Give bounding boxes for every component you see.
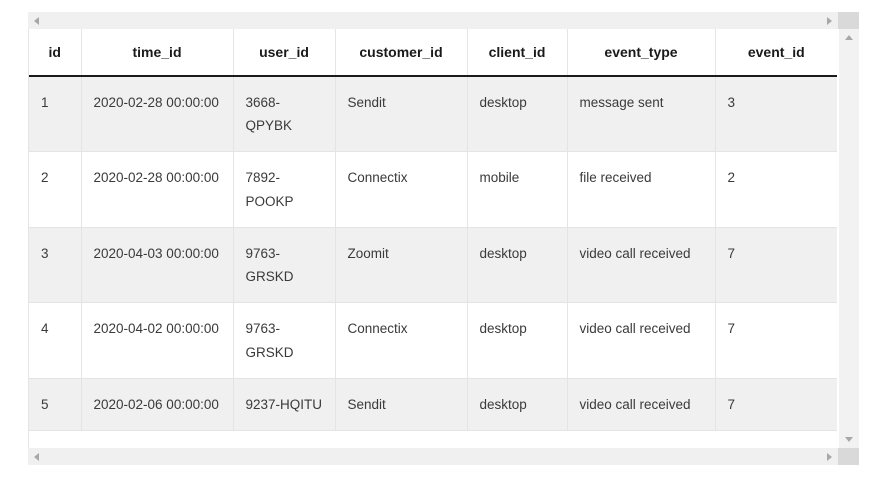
scroll-down-button[interactable]	[838, 431, 859, 448]
cell-customer-id: Sendit	[335, 378, 468, 431]
scroll-right-button-bottom[interactable]	[821, 448, 838, 465]
cell-time-id: 2020-02-28 00:00:00	[81, 76, 234, 153]
scroll-left-button-bottom[interactable]	[28, 448, 45, 465]
table-scroll-viewport[interactable]: id time_id user_id customer_id client_id…	[28, 29, 839, 448]
column-header-client-id[interactable]: client_id	[467, 29, 568, 77]
cell-event-type: file received	[567, 151, 716, 228]
cell-id: 5	[29, 378, 82, 431]
cell-time-id: 2020-04-02 00:00:00	[81, 302, 234, 379]
horizontal-scrollbar-top[interactable]	[28, 12, 838, 29]
cell-time-id: 2020-02-28 00:00:00	[81, 151, 234, 228]
cell-user-id: 3668-QPYBK	[233, 76, 336, 153]
cell-customer-id: Connectix	[335, 151, 468, 228]
scroll-left-button-top[interactable]	[28, 12, 45, 29]
cell-event-id: 3	[715, 76, 837, 153]
table-row[interactable]: 5 2020-02-06 00:00:00 9237-HQITU Sendit …	[29, 378, 837, 431]
table-row[interactable]: 1 2020-02-28 00:00:00 3668-QPYBK Sendit …	[29, 76, 837, 153]
cell-time-id: 2020-04-03 00:00:00	[81, 227, 234, 304]
triangle-down-icon	[844, 437, 853, 442]
scroll-up-button[interactable]	[838, 29, 859, 46]
cell-event-type: video call received	[567, 378, 716, 431]
cell-id: 2	[29, 151, 82, 228]
cell-user-id: 7892-POOKP	[233, 151, 336, 228]
cell-customer-id: Sendit	[335, 76, 468, 153]
column-header-time-id[interactable]: time_id	[81, 29, 234, 77]
table-row[interactable]: 3 2020-04-03 00:00:00 9763-GRSKD Zoomit …	[29, 227, 837, 304]
triangle-left-icon	[34, 452, 39, 461]
horizontal-scrollbar-bottom[interactable]	[28, 448, 838, 465]
cell-client-id: desktop	[467, 378, 568, 431]
data-table-widget: id time_id user_id customer_id client_id…	[28, 12, 859, 477]
vertical-scrollbar[interactable]	[838, 29, 859, 448]
cell-id: 3	[29, 227, 82, 304]
cell-event-id: 2	[715, 151, 837, 228]
cell-customer-id: Zoomit	[335, 227, 468, 304]
cell-client-id: desktop	[467, 76, 568, 153]
cell-user-id: 9763-GRSKD	[233, 302, 336, 379]
cell-event-type: video call received	[567, 227, 716, 304]
header-row: id time_id user_id customer_id client_id…	[29, 29, 837, 77]
table-row[interactable]: 4 2020-04-02 00:00:00 9763-GRSKD Connect…	[29, 302, 837, 379]
column-header-customer-id[interactable]: customer_id	[335, 29, 468, 77]
data-grid: id time_id user_id customer_id client_id…	[29, 29, 837, 431]
cell-user-id: 9763-GRSKD	[233, 227, 336, 304]
cell-event-type: video call received	[567, 302, 716, 379]
cell-client-id: desktop	[467, 302, 568, 379]
scroll-right-button-top[interactable]	[821, 12, 838, 29]
cell-event-id: 7	[715, 227, 837, 304]
column-header-event-type[interactable]: event_type	[567, 29, 716, 77]
triangle-right-icon	[827, 452, 832, 461]
scrollbar-corner-top-right	[838, 12, 859, 29]
column-header-id[interactable]: id	[29, 29, 82, 77]
triangle-up-icon	[844, 35, 853, 40]
cell-client-id: desktop	[467, 227, 568, 304]
cell-id: 4	[29, 302, 82, 379]
cell-client-id: mobile	[467, 151, 568, 228]
table-body: 1 2020-02-28 00:00:00 3668-QPYBK Sendit …	[29, 76, 837, 431]
cell-time-id: 2020-02-06 00:00:00	[81, 378, 234, 431]
triangle-right-icon	[827, 16, 832, 25]
cell-event-id: 7	[715, 378, 837, 431]
cell-event-id: 7	[715, 302, 837, 379]
cell-customer-id: Connectix	[335, 302, 468, 379]
cell-id: 1	[29, 76, 82, 153]
cell-user-id: 9237-HQITU	[233, 378, 336, 431]
table-row[interactable]: 2 2020-02-28 00:00:00 7892-POOKP Connect…	[29, 151, 837, 228]
table-header: id time_id user_id customer_id client_id…	[29, 29, 837, 77]
cell-event-type: message sent	[567, 76, 716, 153]
triangle-left-icon	[34, 16, 39, 25]
column-header-user-id[interactable]: user_id	[233, 29, 336, 77]
scrollbar-corner-bottom-right	[838, 448, 859, 465]
column-header-event-id[interactable]: event_id	[715, 29, 837, 77]
